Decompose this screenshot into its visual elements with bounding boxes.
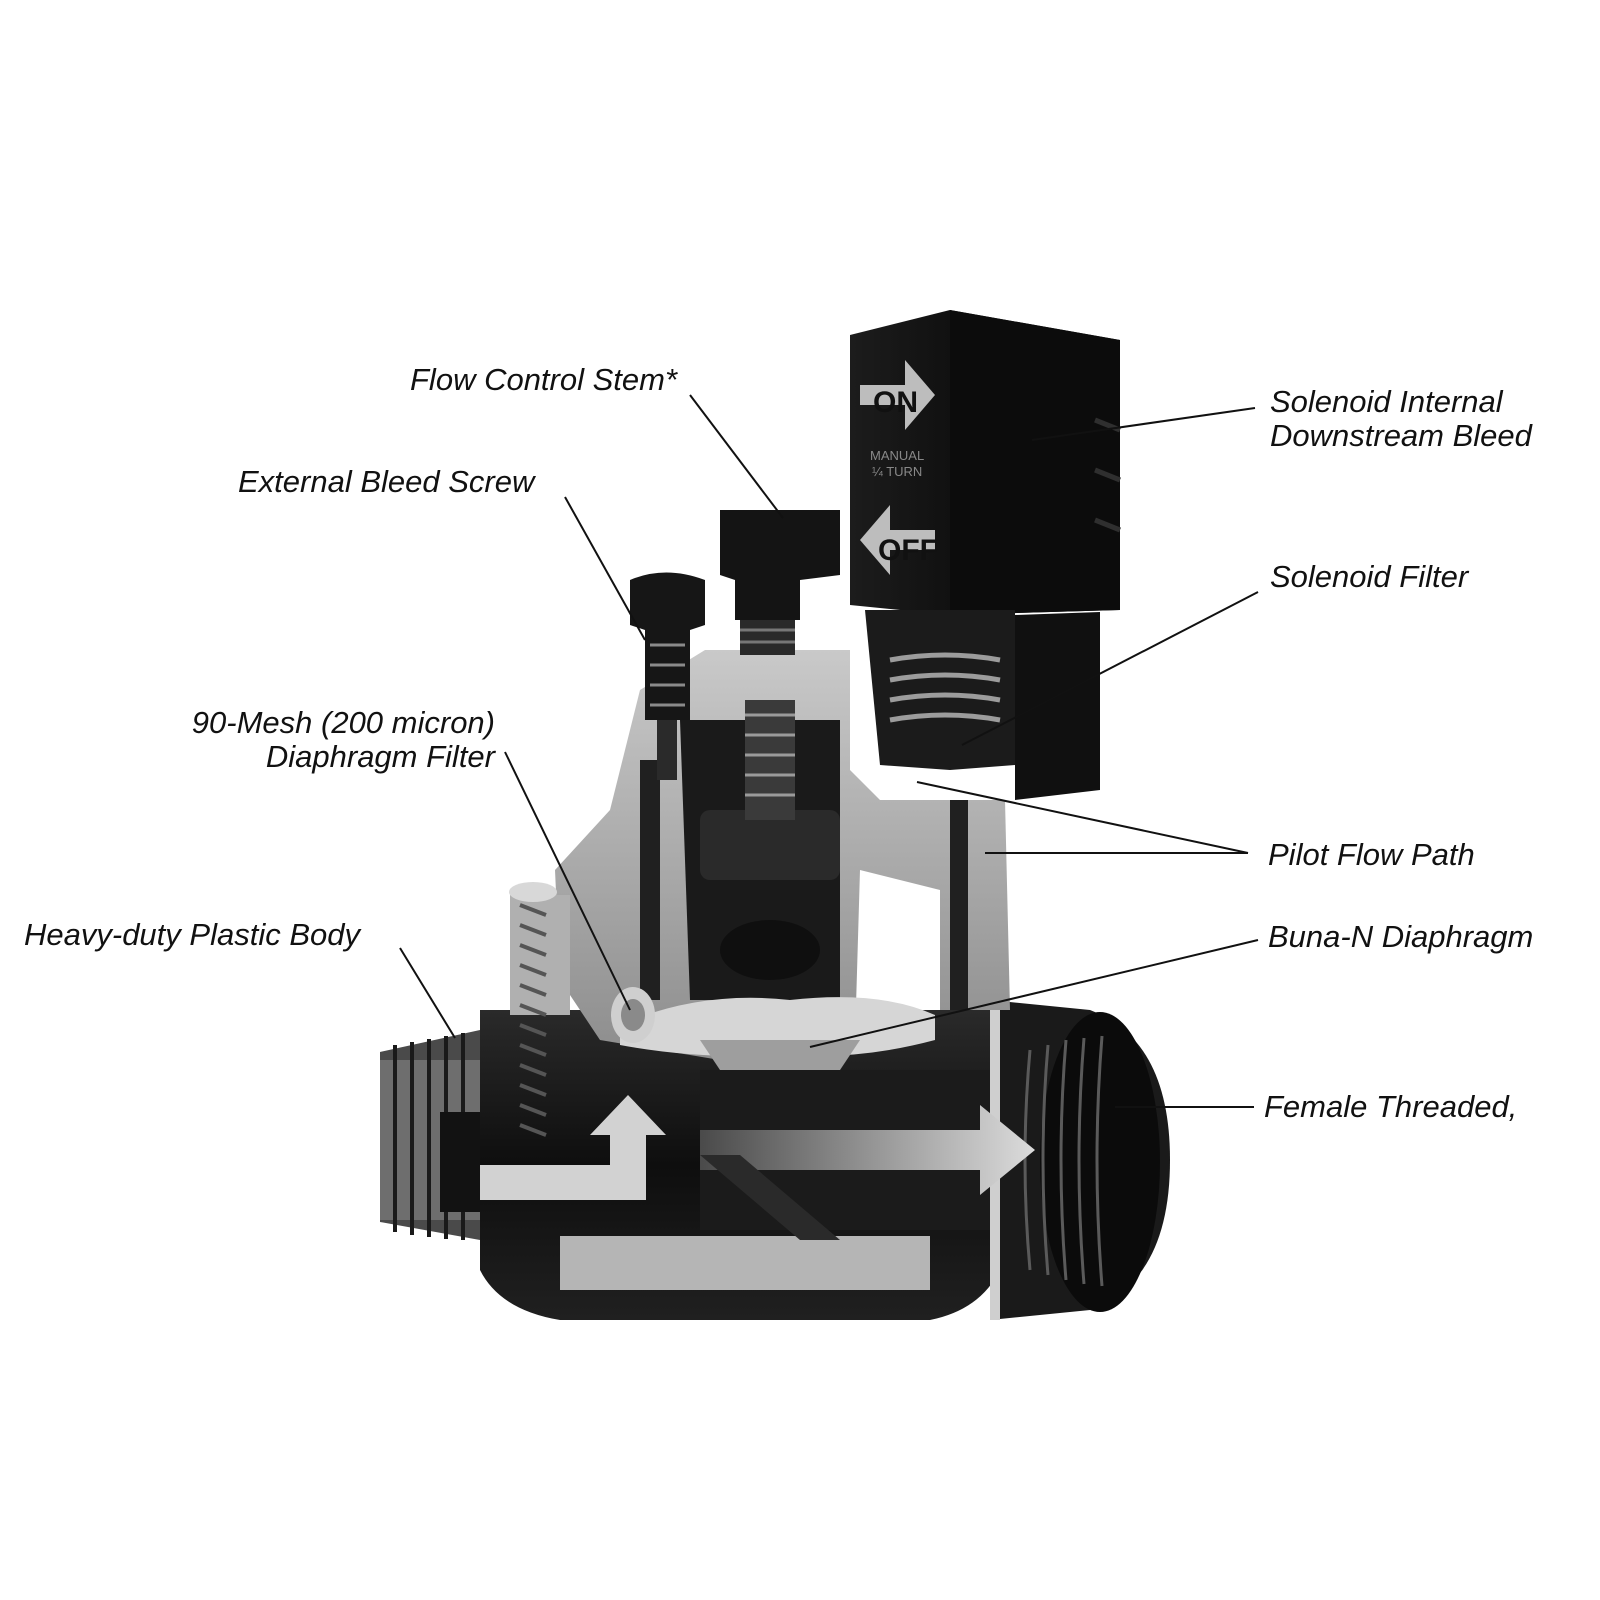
leader-diaphragm bbox=[809, 939, 1259, 1048]
body-bolt bbox=[509, 882, 570, 1137]
leader-lines bbox=[399, 394, 1259, 1108]
label-solenoid-bleed: Solenoid Internal Downstream Bleed bbox=[1270, 384, 1532, 453]
leader-pilot-flow-a bbox=[916, 781, 1249, 854]
diaphragm bbox=[620, 997, 935, 1070]
external-bleed-screw bbox=[630, 572, 705, 780]
solenoid: ON OFF MANUAL ¼ TURN bbox=[850, 310, 1121, 800]
label-plastic-body: Heavy-duty Plastic Body bbox=[24, 917, 360, 952]
diaphragm-filter bbox=[611, 987, 655, 1043]
label-female-threaded: Female Threaded, bbox=[1264, 1089, 1518, 1124]
label-flow-control-stem: Flow Control Stem* bbox=[410, 362, 678, 397]
leader-solenoid-bleed bbox=[1031, 407, 1256, 441]
leader-flow-control-stem bbox=[689, 394, 784, 519]
solenoid-on-text: ON bbox=[873, 386, 918, 419]
flow-control-knob bbox=[720, 510, 840, 820]
leader-external-bleed-screw bbox=[564, 496, 646, 641]
solenoid-manual-text-1: MANUAL bbox=[870, 448, 924, 463]
label-diaphragm: Buna-N Diaphragm bbox=[1268, 919, 1534, 954]
flow-arrows bbox=[480, 1095, 1035, 1240]
leader-diaphragm-filter bbox=[504, 751, 631, 1011]
solenoid-manual-text-2: ¼ TURN bbox=[872, 464, 922, 479]
leader-solenoid-filter bbox=[961, 591, 1259, 746]
label-solenoid-filter: Solenoid Filter bbox=[1270, 559, 1469, 594]
label-external-bleed-screw: External Bleed Screw bbox=[238, 464, 535, 499]
solenoid-off-text: OFF bbox=[878, 534, 938, 567]
label-pilot-flow-path: Pilot Flow Path bbox=[1268, 837, 1475, 872]
label-diaphragm-filter: 90-Mesh (200 micron) Diaphragm Filter bbox=[191, 705, 495, 774]
leader-plastic-body bbox=[399, 947, 456, 1039]
